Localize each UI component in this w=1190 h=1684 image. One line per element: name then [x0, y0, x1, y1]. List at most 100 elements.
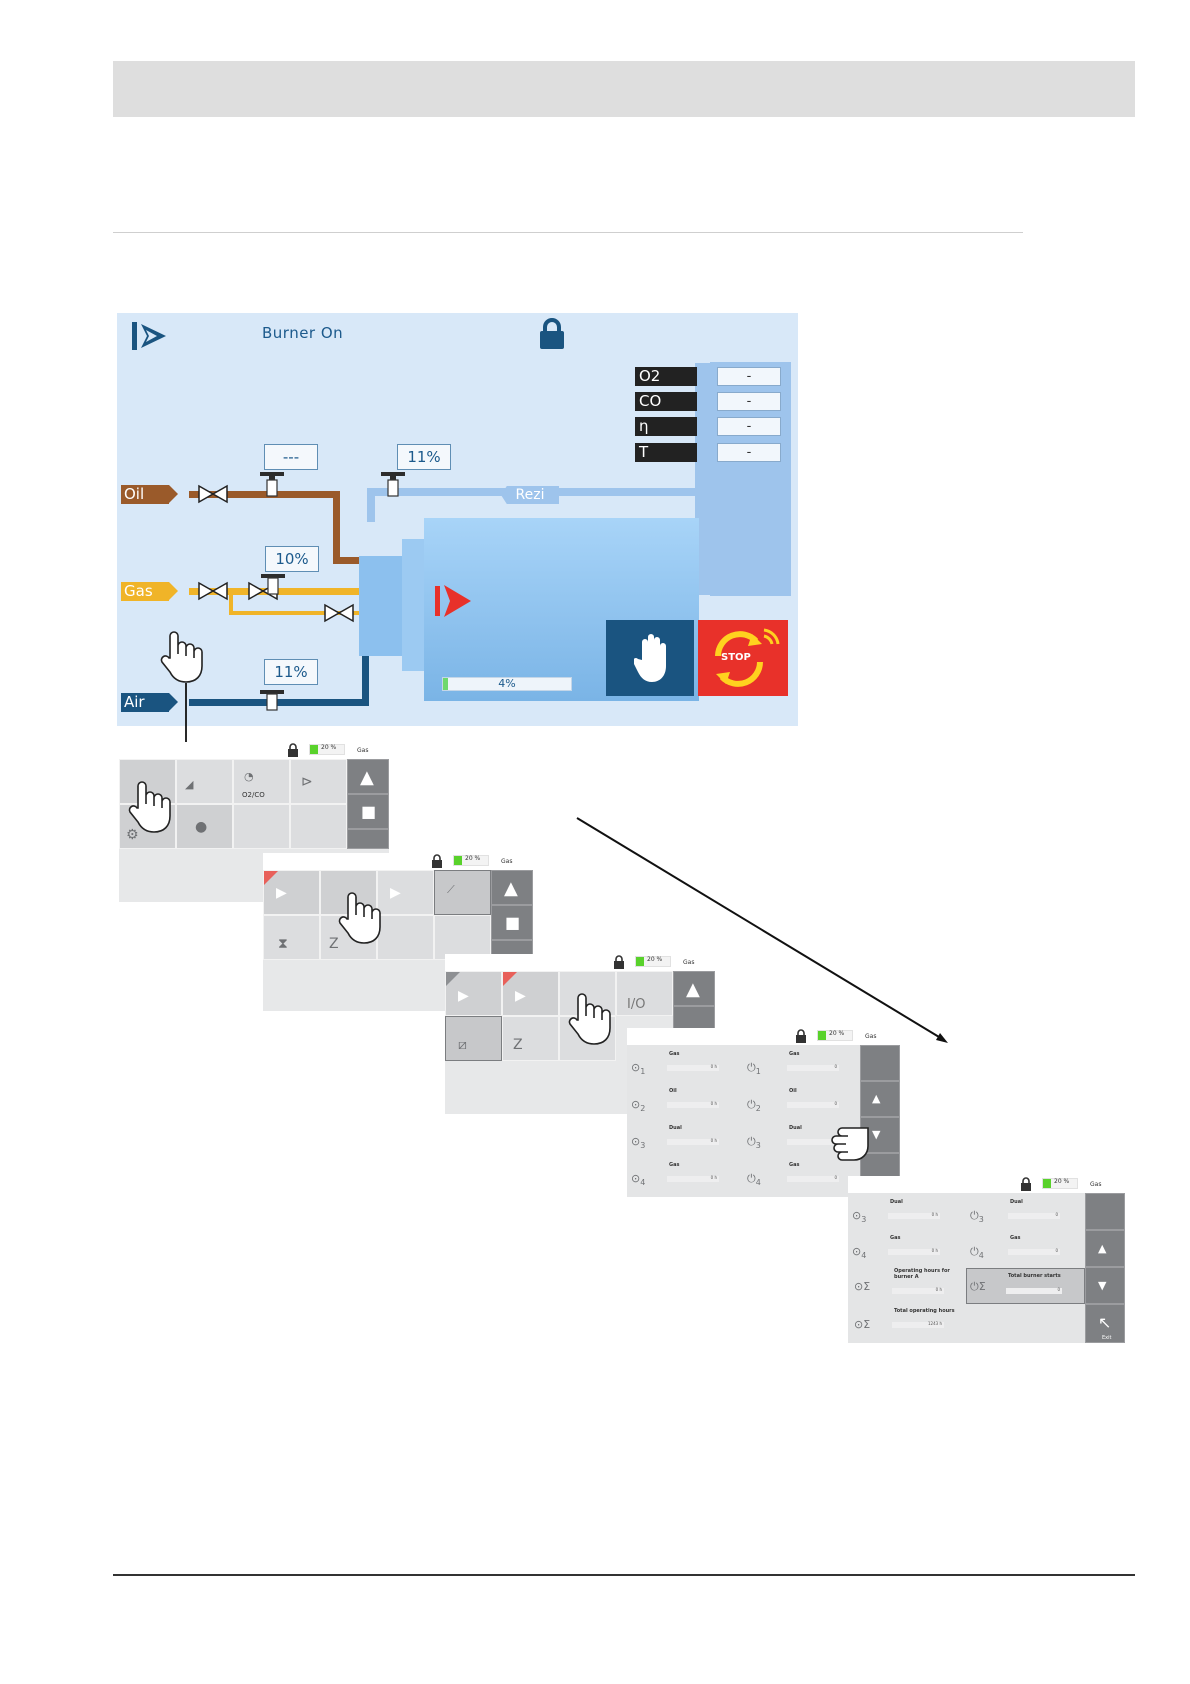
menu-cell-hourglass[interactable]: ⧗ — [263, 915, 320, 960]
menu-cell-burner[interactable]: ⊳ — [290, 759, 347, 804]
ramp-icon: Z — [329, 936, 339, 952]
scroll-up-button[interactable]: ▲ — [860, 1081, 900, 1117]
actuator-icon: ▶ — [515, 988, 526, 1004]
hourglass-icon: ⧗ — [278, 936, 288, 952]
hours-fuel-label: Dual — [669, 1125, 682, 1131]
lock-icon — [1021, 1177, 1031, 1191]
operating-hours-label: Operating hours for burner A — [894, 1268, 950, 1280]
menu-cell-o2co[interactable]: ◔O2/CO — [233, 759, 290, 804]
hours-counter-icon: ⊙2 — [631, 1098, 646, 1114]
manual-mode-button[interactable] — [606, 620, 694, 696]
starts-fuel-label: Dual — [789, 1125, 802, 1131]
pointer-hand-left-icon — [831, 1127, 869, 1161]
co-label: CO — [635, 392, 697, 411]
menu-cell-actuator-b[interactable]: ▶ — [502, 971, 559, 1016]
starts-counter-icon: ⏻3 — [970, 1209, 984, 1225]
up-arrow-icon: ▲ — [1098, 1242, 1107, 1255]
burner-logo-icon: ⊳ — [301, 774, 313, 790]
warning-icon: ▲ — [686, 979, 700, 1000]
starts-bar: 0 — [787, 1064, 839, 1071]
gear-icon: ⚙ — [126, 827, 139, 843]
starts-bar: 0 — [1008, 1248, 1060, 1255]
scroll-down-button[interactable]: ▼ — [1085, 1267, 1125, 1304]
efficiency-value: - — [717, 417, 781, 436]
lock-icon[interactable] — [538, 317, 566, 351]
temperature-value: - — [717, 443, 781, 462]
fuel-indicator: Gas — [683, 959, 695, 966]
rezi-actuator-value[interactable]: 11% — [397, 444, 451, 470]
scroll-up-button[interactable]: ▲ — [1085, 1230, 1125, 1267]
statistics-button[interactable] — [860, 1045, 900, 1081]
starts-fuel-label: Gas — [1010, 1235, 1021, 1241]
pointer-hand-icon — [128, 781, 171, 833]
lock-icon — [796, 1029, 806, 1043]
status-bar — [627, 1028, 900, 1045]
hours-counter-icon: ⊙3 — [631, 1135, 646, 1151]
up-arrow-icon: ▲ — [872, 1092, 881, 1105]
statistics-button[interactable] — [1085, 1193, 1125, 1230]
menu-cell-ramp[interactable]: Z — [502, 1016, 559, 1061]
lock-icon — [432, 854, 442, 868]
menu-cell-user[interactable]: ● — [176, 804, 233, 849]
starts-fuel-label: Gas — [789, 1162, 800, 1168]
hours-sum-icon: ⊙Σ — [854, 1280, 871, 1293]
brand-logo-icon — [132, 322, 166, 350]
warning-button[interactable]: ▲ — [491, 870, 533, 905]
total-hours-icon: ⊙Σ — [854, 1318, 871, 1331]
burner-load-progress: 4% — [442, 677, 572, 691]
down-arrow-icon: ▼ — [1098, 1279, 1107, 1292]
starts-sum-icon: ⏻Σ — [970, 1280, 986, 1293]
scroll-down-button[interactable]: ▼ — [860, 1117, 900, 1153]
lock-button[interactable]: ■ — [347, 794, 389, 829]
starts-fuel-label: Dual — [1010, 1199, 1023, 1205]
co-value: - — [717, 392, 781, 411]
main-menu-panel: 20 % Gas ◢ ◔O2/CO ⊳ ⚙ ● ▲ ■ — [119, 742, 389, 902]
hours-bar: 0 h — [667, 1175, 719, 1182]
lock-button[interactable]: ■ — [491, 905, 533, 940]
down-arrow-icon: ▼ — [872, 1128, 881, 1141]
total-starts-label: Total burner starts — [1008, 1273, 1061, 1279]
counters-panel-2: 20 % Gas ⊙3 Dual 0 h ⏻3 Dual 0⊙4 Gas 0 h… — [848, 1176, 1125, 1343]
lock-icon — [614, 955, 624, 969]
menu-cell-actuator-c[interactable]: ▶ — [377, 870, 434, 915]
starts-bar: 0 — [1008, 1212, 1060, 1219]
ramp-icon: ◢ — [185, 778, 194, 791]
exit-button[interactable]: ↖Exit — [1085, 1304, 1125, 1343]
oil-pipe — [189, 491, 339, 498]
air-label: Air — [121, 693, 178, 712]
total-hours-label: Total operating hours — [894, 1308, 955, 1314]
efficiency-label: η — [635, 417, 697, 436]
starts-bar: 0 — [787, 1175, 839, 1182]
stop-refresh-icon — [715, 628, 780, 687]
warning-button[interactable]: ▲ — [347, 759, 389, 794]
hours-counter-icon: ⊙3 — [852, 1209, 867, 1225]
menu-cell-damper[interactable]: ⧄ — [445, 1016, 502, 1061]
oil-actuator-value[interactable]: --- — [264, 444, 318, 470]
manual-button[interactable] — [347, 829, 389, 849]
starts-counter-icon: ⏻1 — [747, 1061, 761, 1077]
menu-cell-actuator-a[interactable]: ▶ — [263, 870, 320, 915]
load-indicator: 20 % — [1042, 1178, 1078, 1189]
menu-cell-actuator-a[interactable]: ▶ — [445, 971, 502, 1016]
total-starts-cell[interactable] — [966, 1268, 1085, 1304]
exit-label: Exit — [1102, 1335, 1112, 1341]
menu-cell-curve-edit[interactable]: ⟋ — [434, 870, 491, 915]
hours-bar: 0 h — [667, 1101, 719, 1108]
hours-fuel-label: Oil — [669, 1088, 677, 1094]
total-starts-bar: 0 — [1006, 1287, 1062, 1294]
air-pipe — [189, 699, 369, 706]
menu-cell-empty — [377, 915, 434, 960]
menu-cell-load-curve[interactable]: ◢ — [176, 759, 233, 804]
actuator-icon: ▶ — [390, 885, 401, 901]
air-actuator-value[interactable]: 11% — [264, 659, 318, 685]
menu-cell-io[interactable]: I/O — [616, 971, 673, 1016]
hours-counter-icon: ⊙1 — [631, 1061, 646, 1077]
stop-button[interactable]: STOP — [698, 620, 788, 696]
warning-button[interactable]: ▲ — [673, 971, 715, 1006]
damper-icon: ⧄ — [458, 1037, 467, 1053]
footer-line — [113, 1574, 1135, 1576]
hours-bar: 0 h — [888, 1212, 940, 1219]
gas-actuator-value[interactable]: 10% — [265, 546, 319, 572]
actuator-icon: ▶ — [276, 885, 287, 901]
temperature-label: T — [635, 443, 697, 462]
